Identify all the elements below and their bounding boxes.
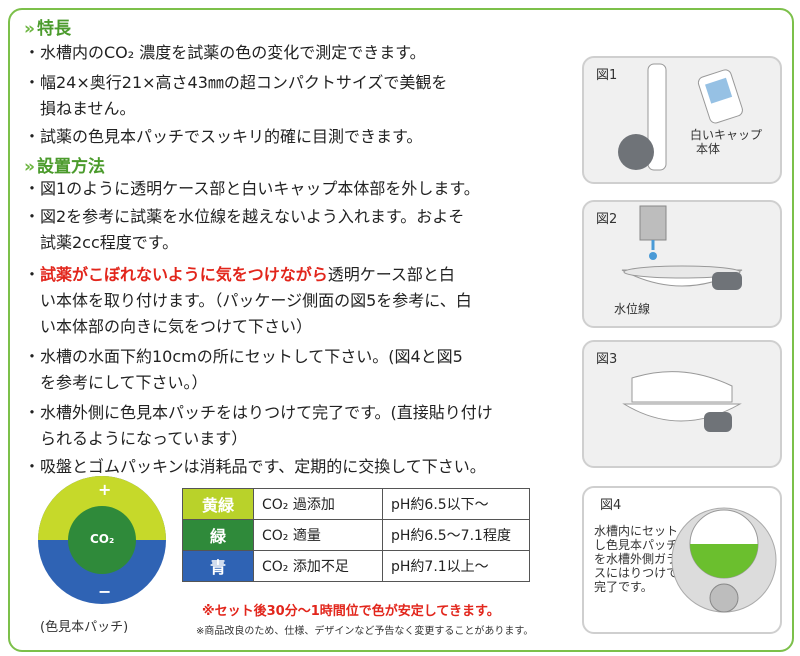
- figure-2-label: 図2: [596, 212, 618, 227]
- setup-warning-line: ・試薬がこぼれないように気をつけながら透明ケース部と白: [24, 262, 455, 288]
- legend-row: 青 CO₂ 添加不足 pH約7.1以上～: [182, 550, 530, 582]
- figure-4-caption-2: し色見本パッチ: [594, 538, 679, 552]
- setup-line-4: い本体を取り付けます。（パッケージ側面の図5を参考に、白: [40, 291, 472, 310]
- setup-line-3: 試薬2cc程度です。: [40, 233, 179, 252]
- feature-line-1: ・水槽内のCO₂ 濃度を試薬の色の変化で測定できます。: [24, 43, 426, 62]
- setup-line-1: ・図1のように透明ケース部と白いキャップ本体部を外します。: [24, 179, 480, 198]
- feature-line-3: 損ねません。: [40, 99, 136, 118]
- figure-4-caption-4: スにはりつけて: [594, 566, 679, 580]
- warning-rest: 透明ケース部と白: [327, 265, 455, 284]
- figure-4-panel: 図4 水槽内にセット し色見本パッチ を水槽外側ガラ スにはりつけて 完了です。: [582, 486, 782, 634]
- legend-desc-cell: CO₂ 適量: [253, 519, 383, 551]
- figure-3-panel: 図3: [582, 340, 782, 468]
- figure-2-panel: 図2 水位線: [582, 200, 782, 328]
- patch-plus: +: [98, 480, 112, 499]
- figure-4-caption-1: 水槽内にセット: [594, 524, 679, 538]
- figure-4-caption-5: 完了です。: [594, 580, 653, 594]
- figure-1-label: 図1: [596, 68, 618, 83]
- setup-line-10: ・吸盤とゴムパッキンは消耗品です、定期的に交換して下さい。: [24, 457, 486, 476]
- setup-heading: »設置方法: [24, 152, 105, 177]
- warning-text: 試薬がこぼれないように気をつけながら: [40, 265, 328, 284]
- color-legend-table: 黄緑 CO₂ 過添加 pH約6.5以下～ 緑 CO₂ 適量 pH約6.5～7.1…: [182, 488, 530, 582]
- heading-marker-icon: »: [24, 157, 35, 177]
- legend-desc-cell: CO₂ 添加不足: [253, 550, 383, 582]
- legend-row: 黄緑 CO₂ 過添加 pH約6.5以下～: [182, 488, 530, 520]
- legend-color-cell: 黄緑: [182, 488, 254, 520]
- patch-caption: (色見本パッチ): [40, 620, 129, 635]
- patch-center-label: CO₂: [90, 532, 115, 546]
- color-patch-icon: [38, 476, 166, 604]
- setup-line-9: られるようになっています）: [40, 429, 248, 448]
- figure-1-caption-2: 本体: [696, 142, 721, 156]
- legend-ph-cell: pH約6.5～7.1程度: [382, 519, 530, 551]
- legend-row: 緑 CO₂ 適量 pH約6.5～7.1程度: [182, 519, 530, 551]
- figure-3-illustration-icon: [622, 371, 742, 432]
- figure-1-panel: 図1 白いキャップ 本体: [582, 56, 782, 184]
- legend-ph-cell: pH約6.5以下～: [382, 488, 530, 520]
- patch-minus: −: [98, 582, 112, 601]
- heading-marker-icon: »: [24, 19, 35, 39]
- setup-line-7: を参考にして下さい。）: [40, 373, 208, 392]
- figure-4-label: 図4: [600, 498, 622, 513]
- figure-4-caption-3: を水槽外側ガラ: [594, 552, 679, 566]
- bullet: ・: [24, 265, 41, 284]
- setup-line-6: ・水槽の水面下約10cmの所にセットして下さい。(図4と図5: [24, 347, 463, 366]
- figure-3-label: 図3: [596, 352, 618, 367]
- stabilize-note: ※セット後30分～1時間位で色が安定してきます。: [202, 604, 500, 619]
- feature-line-4: ・試薬の色見本パッチでスッキリ的確に目測できます。: [24, 127, 423, 146]
- figure-1-caption-1: 白いキャップ: [690, 128, 763, 142]
- legend-color-cell: 緑: [182, 519, 254, 551]
- setup-line-5: い本体部の向きに気をつけて下さい）: [40, 317, 313, 336]
- setup-line-2: ・図2を参考に試薬を水位線を越えないよう入れます。およそ: [24, 207, 465, 226]
- features-heading-text: 特長: [36, 19, 71, 39]
- setup-heading-text: 設置方法: [36, 157, 105, 177]
- figure-4-illustration-icon: [671, 507, 777, 613]
- legend-color-cell: 青: [182, 550, 254, 582]
- disclaimer-note: ※商品改良のため、仕様、デザインなど予告なく変更することがあります。: [196, 626, 534, 637]
- legend-ph-cell: pH約7.1以上～: [382, 550, 530, 582]
- setup-line-8: ・水槽外側に色見本パッチをはりつけて完了です。(直接貼り付け: [24, 403, 493, 422]
- figure-1-illustration-icon: [618, 63, 743, 171]
- legend-desc-cell: CO₂ 過添加: [253, 488, 383, 520]
- feature-line-2: ・幅24×奥行21×高さ43㎜の超コンパクトサイズで美観を: [24, 73, 448, 92]
- figure-2-illustration-icon: [621, 205, 743, 290]
- figure-2-caption: 水位線: [614, 302, 651, 316]
- features-heading: »特長: [24, 14, 71, 39]
